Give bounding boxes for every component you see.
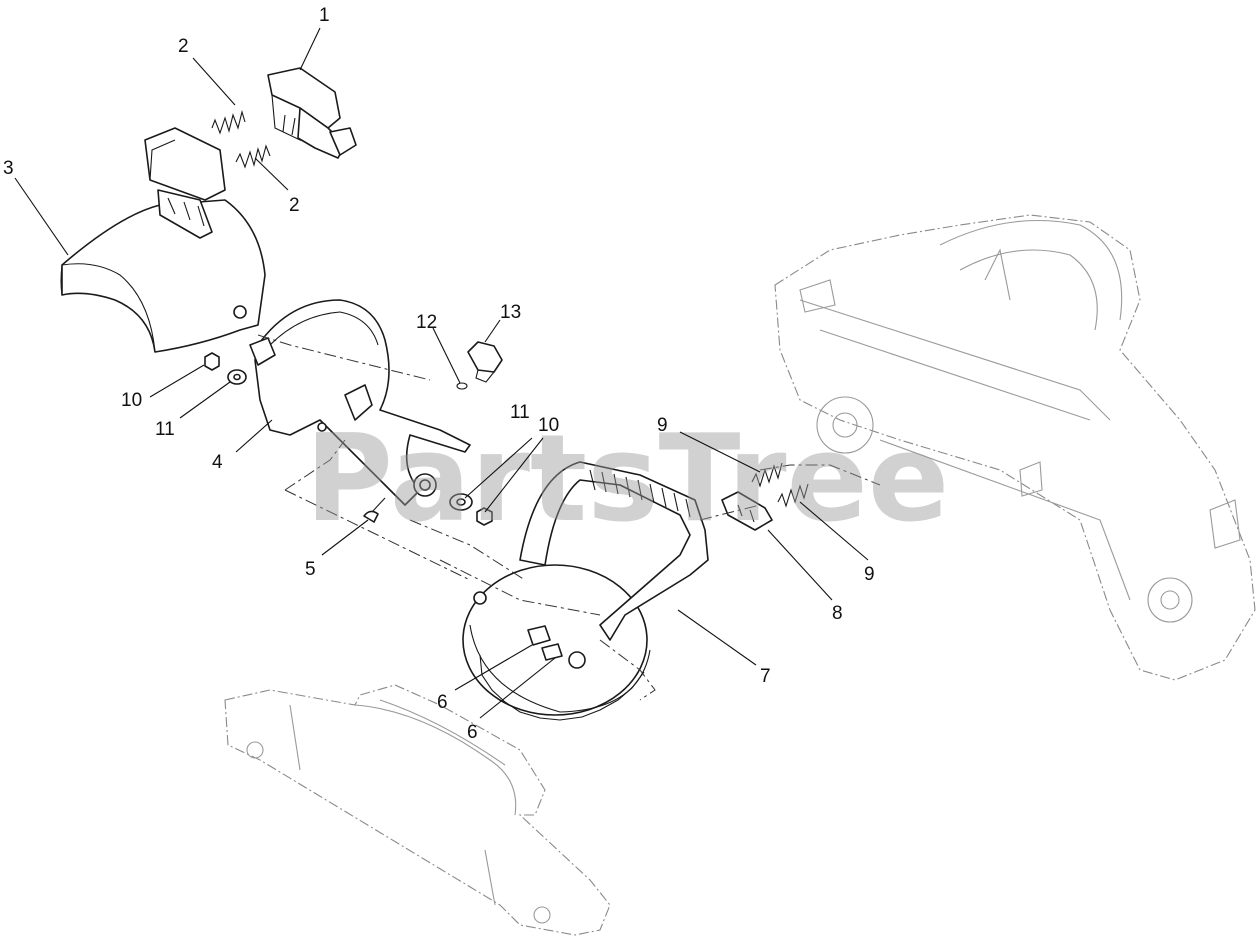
callout-9-upper: 9 bbox=[657, 415, 668, 436]
chute-mount-bracket-ghost bbox=[224, 684, 611, 936]
callout-6-upper: 6 bbox=[437, 692, 448, 713]
callout-6-lower: 6 bbox=[467, 722, 478, 743]
part-9-springs bbox=[751, 462, 809, 508]
callout-7: 7 bbox=[760, 666, 771, 687]
part-3-chute-deflector bbox=[60, 127, 266, 353]
callout-5: 5 bbox=[305, 559, 316, 580]
part-8-detent bbox=[721, 491, 773, 531]
fasteners-lower bbox=[363, 493, 493, 526]
auger-housing-ghost bbox=[774, 214, 1256, 681]
callout-1: 1 bbox=[319, 5, 330, 26]
callout-3: 3 bbox=[3, 158, 14, 179]
callout-9-lower: 9 bbox=[864, 564, 875, 585]
callout-4: 4 bbox=[212, 452, 223, 473]
callout-2-upper: 2 bbox=[178, 36, 189, 57]
partstree-watermark: PartsTree bbox=[305, 410, 949, 549]
callout-11-left: 11 bbox=[155, 419, 175, 440]
callout-leaders bbox=[14, 27, 869, 719]
assembly-center-lines bbox=[257, 334, 881, 701]
callout-13: 13 bbox=[500, 302, 521, 323]
callout-11-right: 11 bbox=[510, 402, 530, 423]
callout-labels: 1 2 2 3 4 5 6 6 7 8 9 9 10 10 11 11 12 1… bbox=[3, 5, 875, 743]
callout-8: 8 bbox=[832, 603, 843, 624]
callout-12: 12 bbox=[416, 312, 437, 333]
part-7-rotation-ring bbox=[462, 461, 709, 721]
part-4-chute-ring bbox=[249, 299, 471, 506]
part-1-chute-handle bbox=[267, 67, 357, 159]
callout-10-right: 10 bbox=[538, 415, 559, 436]
callout-2-lower: 2 bbox=[289, 195, 300, 216]
part-2-springs bbox=[211, 109, 271, 169]
fasteners-upper bbox=[204, 341, 503, 390]
callout-10-left: 10 bbox=[121, 390, 142, 411]
